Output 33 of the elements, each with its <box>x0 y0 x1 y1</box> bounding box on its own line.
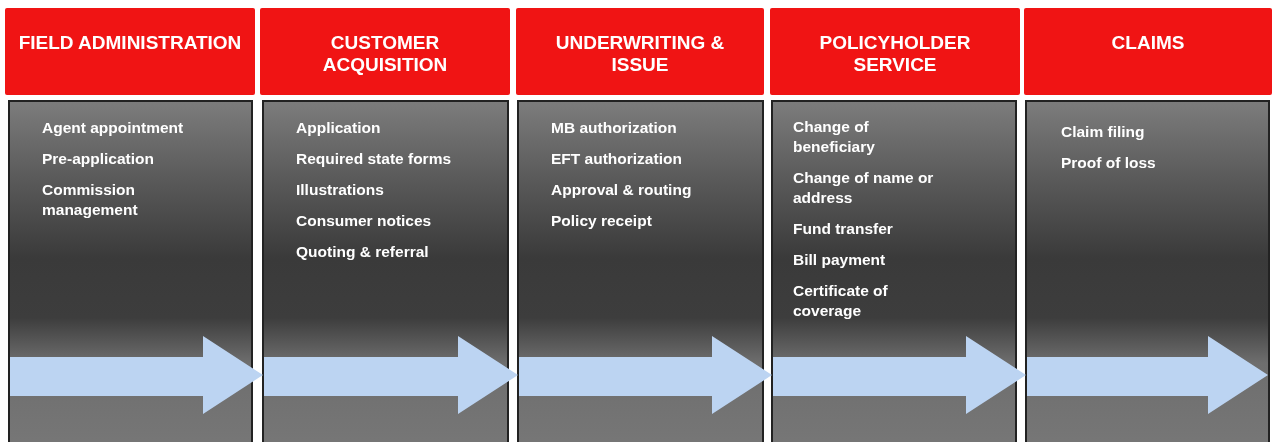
activity-item: Certificate of coverage <box>793 281 889 321</box>
flow-arrow <box>264 336 518 414</box>
activity-item: EFT authorization <box>551 149 683 169</box>
flow-arrow <box>519 336 772 414</box>
stage-title: FIELD ADMINISTRATION <box>17 32 243 54</box>
activity-item: Commission management <box>42 180 139 220</box>
activity-item: Change of beneficiary <box>793 117 876 157</box>
stage-title: UNDERWRITING & ISSUE <box>554 32 726 76</box>
stage-header <box>260 8 510 95</box>
stage-header <box>770 8 1020 95</box>
activity-item: MB authorization <box>551 118 678 138</box>
stage-title: CUSTOMER ACQUISITION <box>321 32 449 76</box>
stage-header <box>5 8 255 95</box>
activity-item: Consumer notices <box>296 211 433 231</box>
activity-item: Illustrations <box>296 180 385 200</box>
activity-item: Application <box>296 118 382 138</box>
stage-title: POLICYHOLDER SERVICE <box>818 32 972 76</box>
stage-header <box>1024 8 1272 95</box>
activity-item: Required state forms <box>296 149 453 169</box>
flow-arrow <box>773 336 1026 414</box>
activity-item: Agent appointment <box>42 118 185 138</box>
activity-item: Approval & routing <box>551 180 693 200</box>
activity-item: Policy receipt <box>551 211 653 231</box>
activity-item: Proof of loss <box>1061 153 1157 173</box>
stage-header <box>516 8 764 95</box>
activity-item: Claim filing <box>1061 122 1146 142</box>
activity-item: Quoting & referral <box>296 242 430 262</box>
activity-item: Change of name or address <box>793 168 935 208</box>
activity-item: Bill payment <box>793 250 887 270</box>
flow-arrow <box>10 336 263 414</box>
activity-item: Pre-application <box>42 149 155 169</box>
activity-item: Fund transfer <box>793 219 894 239</box>
stage-title: CLAIMS <box>1110 32 1186 54</box>
